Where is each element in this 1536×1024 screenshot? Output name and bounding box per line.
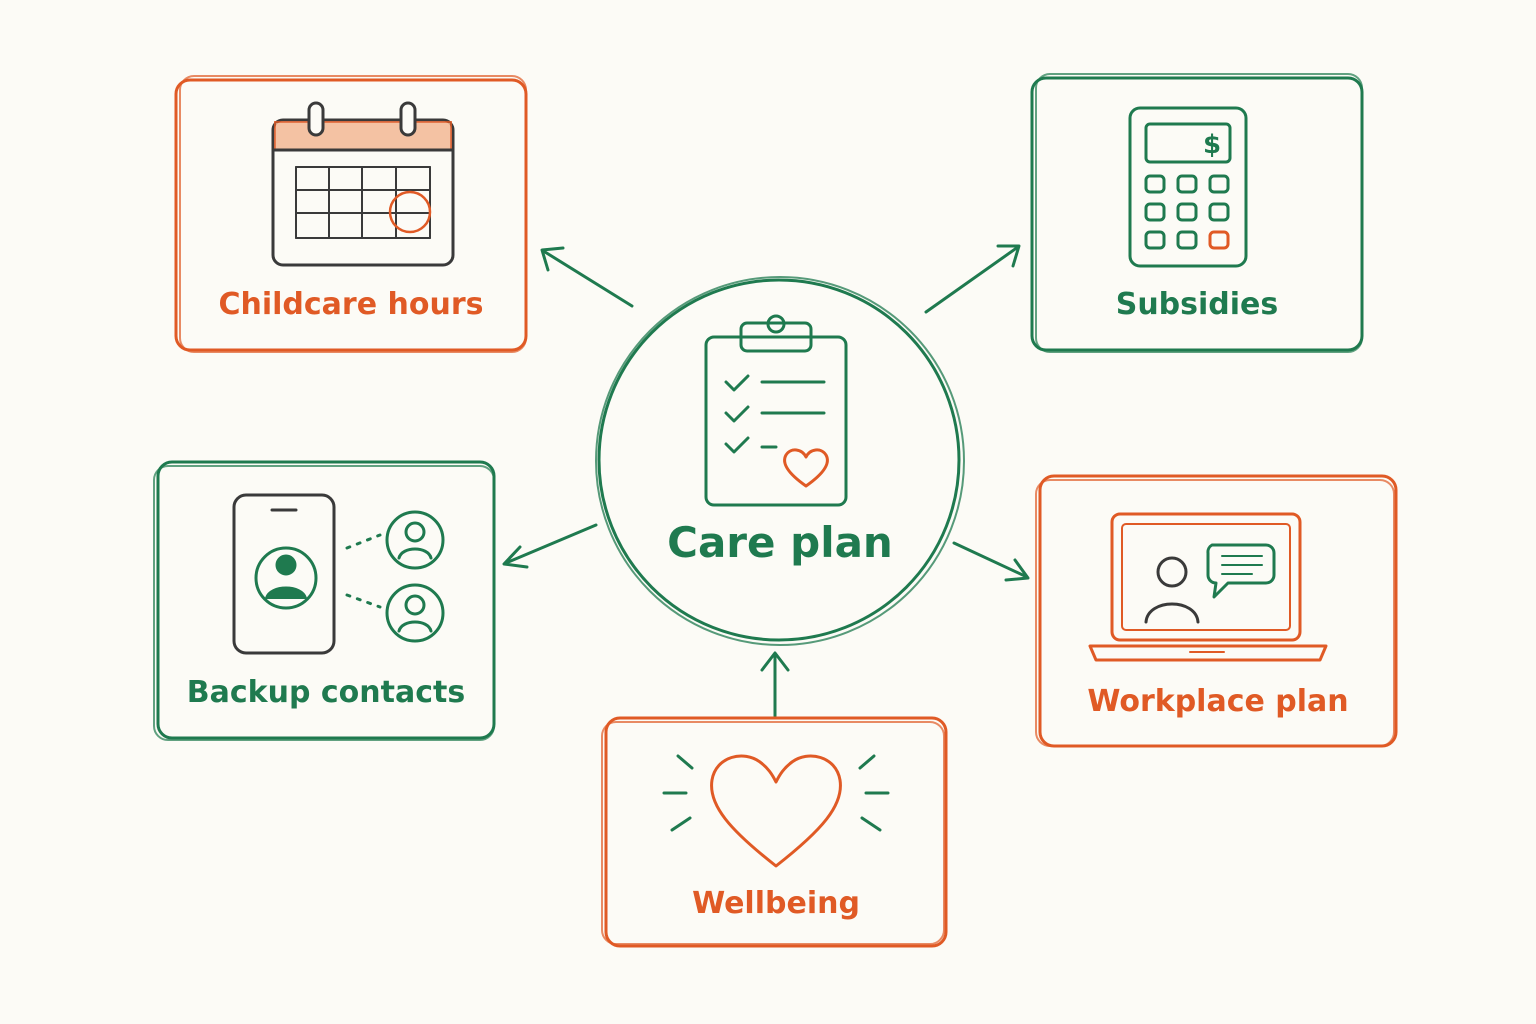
backup-contacts-label: Backup contacts (186, 675, 466, 710)
arrow-to-backup (502, 523, 598, 569)
wellbeing-node (601, 716, 948, 948)
heart-icon (662, 754, 890, 868)
clipboard-checklist-heart-icon (704, 314, 848, 507)
calendar-icon (271, 101, 455, 267)
workplace-plan-label: Workplace plan (1087, 684, 1349, 719)
arrow-to-workplace (952, 541, 1030, 582)
arrow-to-subsidies (924, 244, 1021, 314)
wellbeing-label: Wellbeing (692, 886, 860, 921)
care-plan-label: Care plan (667, 518, 893, 567)
arrow-to-childcare (540, 246, 634, 308)
calculator-dollar-icon: $ (1128, 106, 1248, 268)
backup-contacts-node (153, 460, 496, 741)
subsidies-node: $ (1030, 73, 1364, 353)
childcare-hours-node (174, 75, 528, 353)
workplace-plan-node (1035, 474, 1398, 748)
connector-arrows (502, 244, 1030, 718)
arrow-from-wellbeing (760, 651, 790, 718)
dollar-sign-glyph: $ (1203, 130, 1221, 160)
laptop-video-call-icon (1088, 512, 1328, 662)
care-plan-node (595, 276, 965, 646)
childcare-hours-label: Childcare hours (218, 287, 484, 322)
subsidies-label: Subsidies (1115, 287, 1279, 322)
phone-contacts-icon (232, 493, 445, 655)
